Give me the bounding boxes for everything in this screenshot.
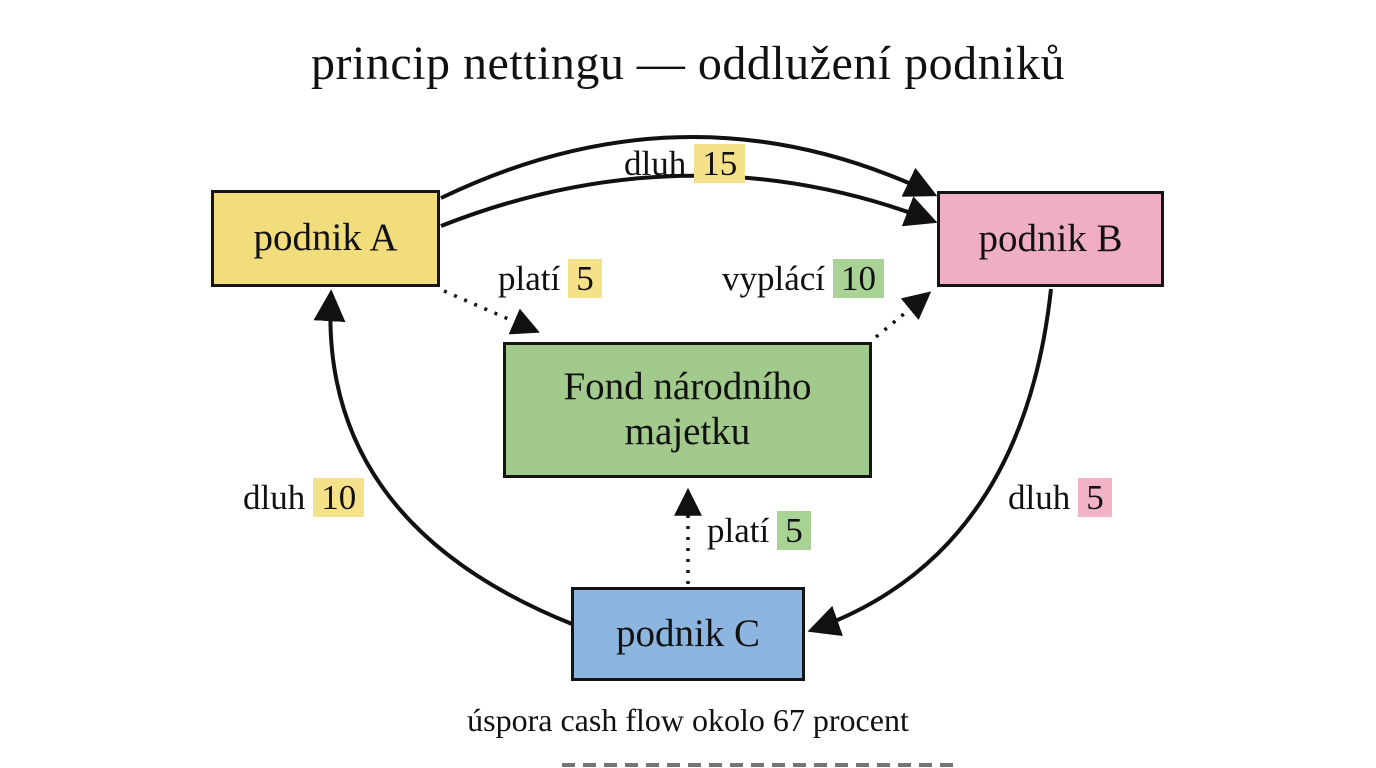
cropped-text-artifact (562, 763, 960, 767)
edge-label-a-to-b-value: 15 (694, 144, 746, 184)
edge-label-fond-to-b-text: vyplácí (722, 259, 826, 298)
diagram-caption: úspora cash flow okolo 67 procent (467, 702, 909, 738)
edge-fond-to-b-dotted-arrow (874, 291, 932, 339)
edge-label-c-to-fond-text: platí (707, 511, 770, 550)
edge-label-c-to-a-value: 10 (313, 478, 365, 518)
edge-label-b-to-c-value: 5 (1078, 478, 1112, 518)
node-podnik-b-label: podnik B (978, 216, 1123, 260)
edge-label-fond-to-b-value: 10 (833, 259, 885, 299)
edge-b-to-c-arrow (807, 288, 1053, 637)
node-fond: Fond národního majetku (503, 342, 872, 478)
edge-label-c-to-fond-value: 5 (777, 511, 811, 551)
edge-label-c-to-a-text: dluh (243, 478, 306, 517)
edge-label-b-to-c-text: dluh (1008, 478, 1071, 517)
edge-a-to-b-upper-arrow (440, 135, 938, 200)
edge-label-a-to-fond-text: platí (498, 259, 561, 298)
node-podnik-c: podnik C (571, 587, 805, 681)
node-fond-label-line1: Fond národního (563, 365, 812, 409)
edge-a-to-b-lower-arrow (440, 173, 938, 228)
node-fond-label-line2: majetku (624, 410, 751, 453)
node-podnik-c-label: podnik C (615, 611, 761, 655)
edge-label-a-to-fond-value: 5 (568, 259, 602, 299)
diagram-title: princip nettingu — oddlužení podniků (311, 37, 1065, 90)
node-podnik-b: podnik B (937, 191, 1164, 287)
edge-label-a-to-b-text: dluh (624, 144, 687, 183)
node-podnik-a: podnik A (211, 190, 440, 287)
edge-c-to-a-arrow (313, 289, 573, 626)
node-podnik-a-label: podnik A (253, 216, 398, 260)
